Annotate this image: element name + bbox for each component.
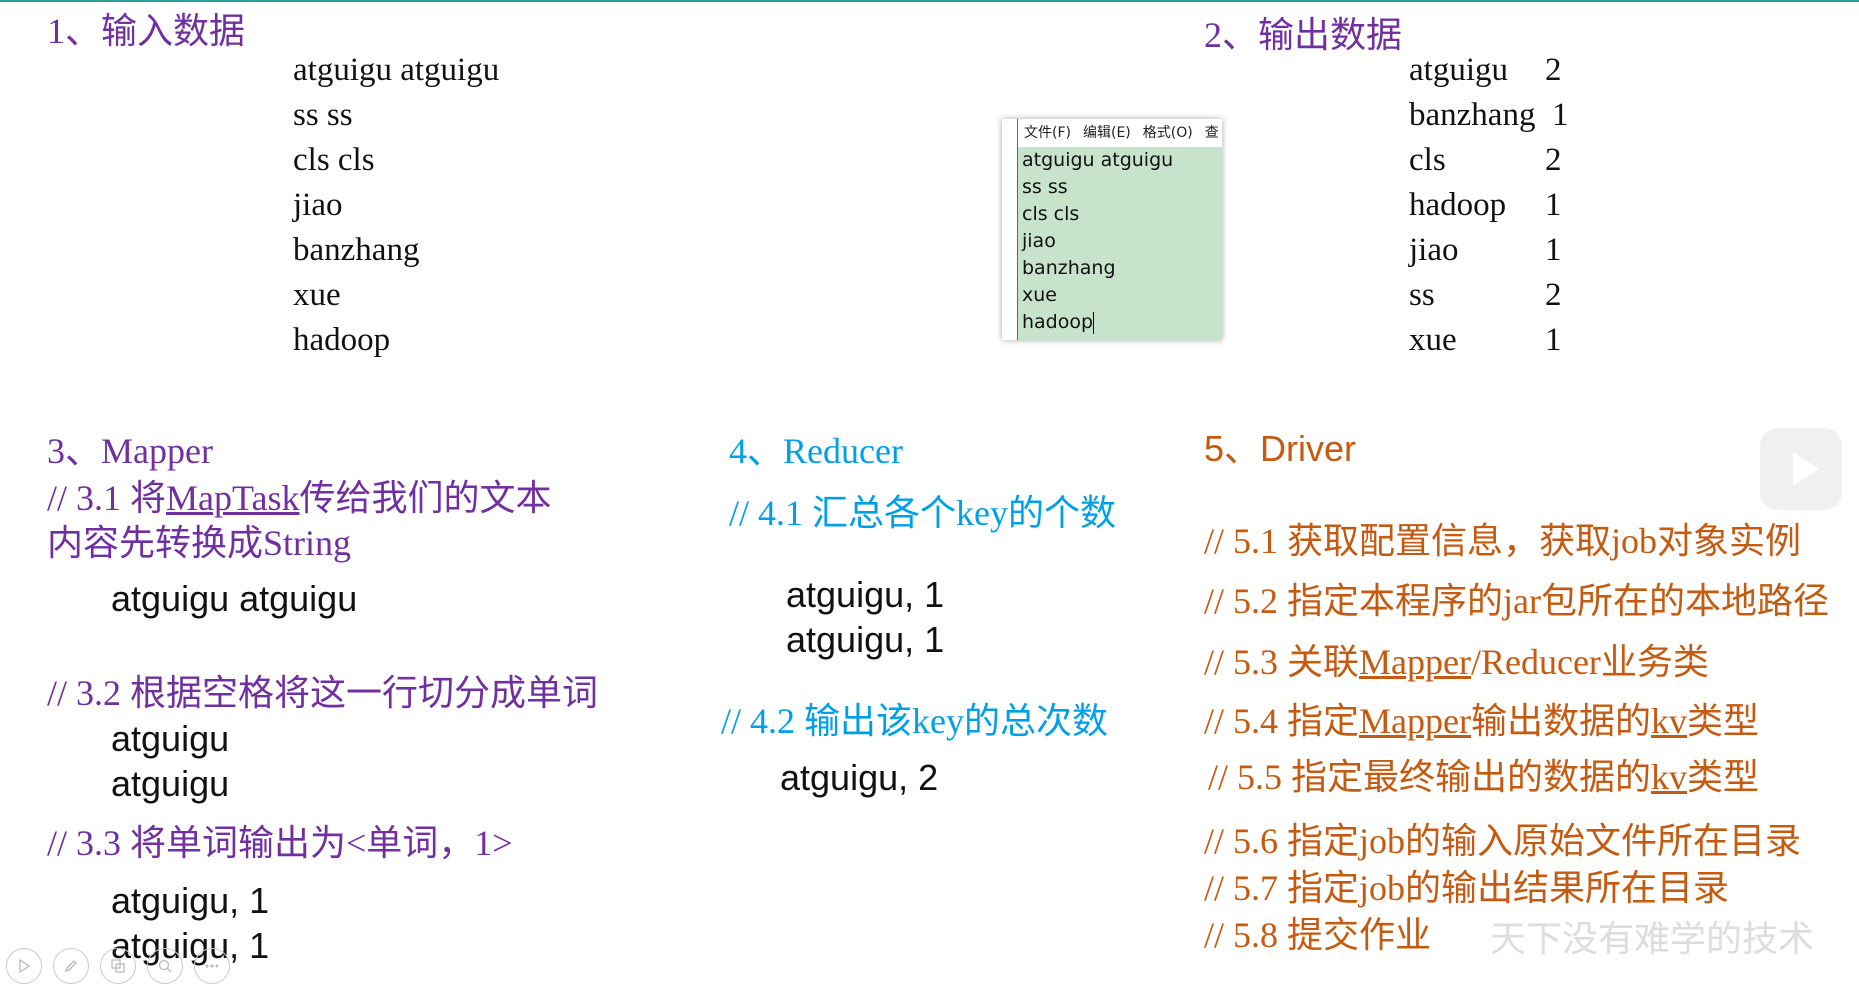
mapper-example: atguigu [111,763,230,804]
step-text-underlined: Mapper [1359,642,1471,682]
play-icon[interactable] [6,948,42,984]
section2-title: 2、输出数据 [1204,15,1403,55]
mapper-comment-3-1: // 3.1 将MapTask传给我们的文本 [47,477,551,520]
notepad-line[interactable]: banzhang [1022,257,1116,279]
play-overlay-button[interactable] [1760,428,1842,510]
text-caret [1093,311,1095,334]
reducer-comment-4-1: // 4.1 汇总各个key的个数 [729,493,1116,533]
comment-text: // 3.1 将 [47,478,167,518]
driver-step: // 5.6 指定job的输入原始文件所在目录 [1204,821,1802,861]
input-line: ss ss [293,97,353,133]
notepad-line[interactable]: jiao [1022,230,1056,252]
menu-view[interactable]: 查 [1204,125,1219,141]
notepad-line[interactable]: xue [1022,284,1057,306]
comment-text: 传给我们的文本 [299,478,552,518]
driver-step: // 5.5 指定最终输出的数据的kv类型 [1208,756,1759,799]
notepad-line[interactable]: atguigu atguigu [1022,149,1174,171]
driver-step: // 5.8 提交作业 [1204,915,1432,955]
driver-step: // 5.3 关联Mapper/Reducer业务类 [1204,641,1709,684]
section4-title: 4、Reducer [729,431,903,471]
step-text: 类型 [1687,701,1760,741]
step-text: 类型 [1687,757,1760,797]
slides-icon[interactable] [100,948,136,984]
input-line: jiao [293,187,343,223]
reducer-example: atguigu, 1 [786,574,945,615]
driver-step: // 5.2 指定本程序的jar包所在的本地路径 [1204,581,1829,621]
driver-step: // 5.1 获取配置信息，获取job对象实例 [1204,521,1802,561]
mapper-example: atguigu, 1 [111,880,270,921]
menu-file[interactable]: 文件(F) [1024,125,1071,141]
output-word: xue [1409,322,1457,358]
notepad-window[interactable]: 文件(F) 编辑(E) 格式(O) 查 atguigu atguigu ss ss c… [1002,119,1222,340]
reducer-example: atguigu, 2 [780,757,939,798]
output-count: 1 [1552,97,1569,133]
output-count: 2 [1545,277,1562,313]
top-border [0,0,1859,2]
notepad-menubar: 文件(F) 编辑(E) 格式(O) 查 [1002,119,1222,147]
output-count: 2 [1545,142,1562,178]
step-text: // 5.5 指定最终输出的数据的 [1208,757,1652,797]
mapper-example: atguigu, 1 [111,925,270,966]
input-line: xue [293,277,341,313]
step-text: 输出数据的 [1470,701,1651,741]
mapper-comment-3-2: // 3.2 根据空格将这一行切分成单词 [47,673,599,713]
mapper-comment-3-1-cont: 内容先转换成String [47,523,352,563]
mapper-comment-3-3: // 3.3 将单词输出为<单词，1> [47,823,513,863]
notepad-line-text: hadoop [1022,311,1094,333]
reducer-example: atguigu, 1 [786,619,945,660]
step-text-underlined: kv [1651,757,1688,797]
step-text: // 5.3 关联 [1204,642,1360,682]
menu-edit[interactable]: 编辑(E) [1082,125,1131,141]
notepad-line-last[interactable]: hadoop [1002,309,1222,336]
step-text-underlined: kv [1651,701,1687,741]
zoom-icon[interactable] [147,948,183,984]
step-text: /Reducer业务类 [1470,642,1709,682]
input-line: cls cls [293,142,375,178]
input-line: banzhang [293,232,420,268]
output-count: 1 [1545,232,1562,268]
output-word: jiao [1409,232,1459,268]
output-count: 1 [1545,322,1562,358]
reducer-comment-4-2: // 4.2 输出该key的总次数 [721,701,1108,741]
step-text: // 5.4 指定 [1204,701,1360,741]
notepad-left-bar [1002,119,1018,340]
mapper-example: atguigu atguigu [111,578,358,619]
output-word: hadoop [1409,187,1507,223]
mapper-example: atguigu [111,718,230,759]
output-count: 1 [1545,187,1562,223]
output-word: ss [1409,277,1435,313]
section5-title: 5、Driver [1204,428,1357,469]
input-line: hadoop [293,322,391,358]
step-text-underlined: Mapper [1359,701,1471,741]
pen-icon[interactable] [53,948,89,984]
section3-title: 3、Mapper [47,431,213,471]
watermark: 天下没有难学的技术 [1490,919,1815,960]
more-icon[interactable] [194,948,230,984]
output-count: 2 [1545,52,1562,88]
output-word: banzhang [1409,97,1536,133]
comment-text-underlined: MapTask [166,478,300,518]
section1-title: 1、输入数据 [47,11,246,51]
menu-format[interactable]: 格式(O) [1142,125,1193,141]
notepad-line[interactable]: cls cls [1022,203,1080,225]
output-word: cls [1409,142,1446,178]
output-word: atguigu [1409,52,1508,88]
input-line: atguigu atguigu [293,52,500,88]
notepad-line[interactable]: ss ss [1022,176,1068,198]
driver-step: // 5.4 指定Mapper输出数据的kv类型 [1204,700,1759,743]
driver-step: // 5.7 指定job的输出结果所在目录 [1204,868,1730,908]
